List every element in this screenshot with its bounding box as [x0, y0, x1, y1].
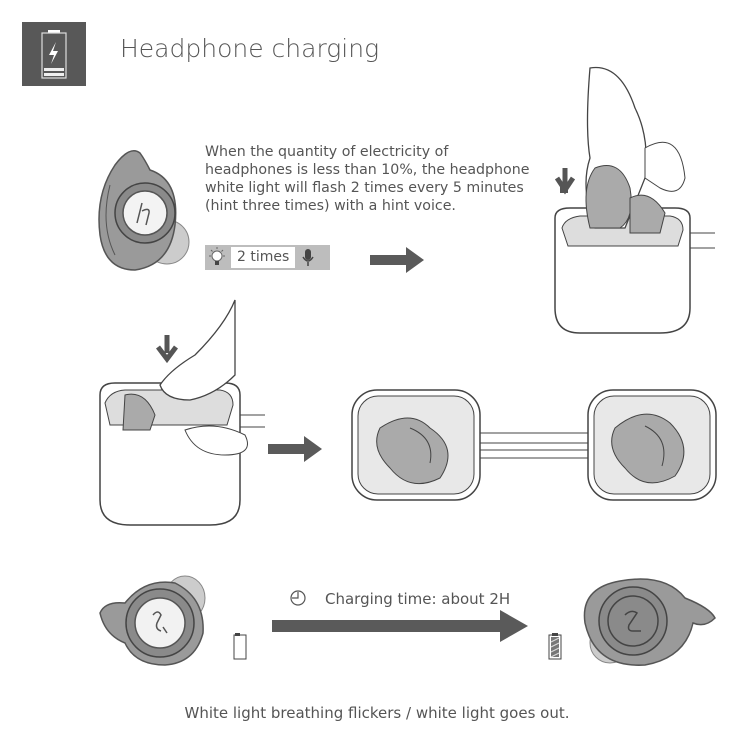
charging-time-label: Charging time: about 2H — [325, 590, 511, 608]
arrow-right-icon — [370, 247, 424, 273]
flash-indicator-badge: 2 times — [205, 245, 330, 270]
battery-charging-icon — [22, 22, 86, 86]
earbud-charging-start-illustration — [99, 575, 206, 666]
case-press-illustration — [99, 299, 265, 526]
arrow-right-icon — [268, 436, 322, 462]
case-open-top-view-illustration — [351, 389, 717, 501]
description-line: When the quantity of electricity of — [205, 144, 449, 160]
page-title: Headphone charging — [120, 34, 380, 63]
case-insert-illustration — [554, 66, 715, 334]
light-bulb-icon — [209, 247, 225, 265]
earbud-charging-complete-illustration — [583, 578, 716, 666]
flash-count-label: 2 times — [231, 247, 296, 268]
full-battery-icon — [548, 633, 562, 660]
low-battery-description: When the quantity of electricity of head… — [205, 143, 535, 215]
earbud-glowing-illustration — [98, 150, 190, 271]
clock-icon — [290, 590, 306, 606]
empty-battery-icon — [233, 633, 247, 660]
description-line: (hint three times) with a hint voice. — [205, 198, 456, 214]
footer-caption: White light breathing flickers / white l… — [184, 704, 570, 722]
arrow-right-icon — [272, 610, 528, 642]
description-line: white light will flash 2 times every 5 m… — [205, 180, 524, 196]
description-line: headphones is less than 10%, the headpho… — [205, 162, 530, 178]
microphone-icon — [302, 248, 314, 266]
